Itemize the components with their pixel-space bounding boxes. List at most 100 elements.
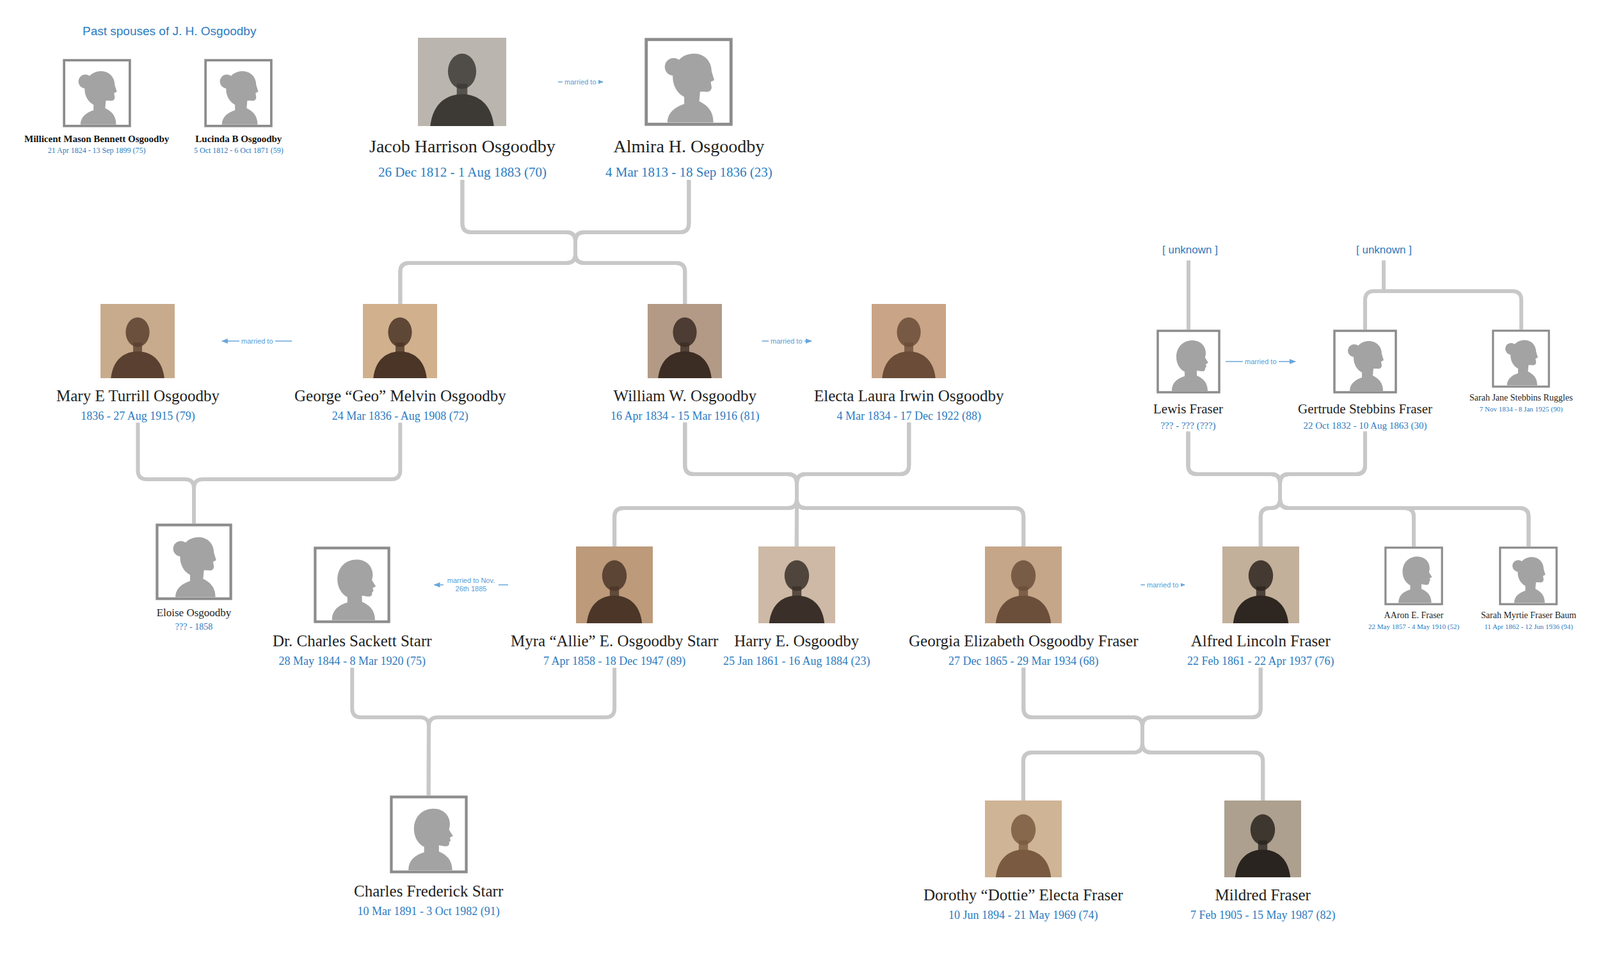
descent-connector xyxy=(796,422,1024,547)
descent-connector xyxy=(1188,431,1529,547)
photo-head xyxy=(1011,814,1036,846)
silhouette-frame xyxy=(62,58,132,128)
silhouette-figure xyxy=(1398,556,1432,604)
photo-ground xyxy=(1224,800,1302,878)
descent-connector xyxy=(400,179,576,304)
life-dates: 10 Mar 1891 - 3 Oct 1982 (91) xyxy=(353,904,504,919)
photo-shoulders xyxy=(769,595,825,624)
photo-shoulders xyxy=(373,351,428,379)
photo-head xyxy=(1248,560,1273,592)
descent-connector xyxy=(1188,431,1415,547)
photo-shoulders xyxy=(111,351,166,379)
descent-connector xyxy=(614,422,797,547)
photo-head xyxy=(126,317,150,347)
photo-shoulders xyxy=(995,595,1051,624)
person-name: Millicent Mason Bennett Osgoodby xyxy=(24,133,169,145)
person-name: Sarah Jane Stebbins Ruggles xyxy=(1469,392,1573,404)
person-name: Lewis Fraser xyxy=(1153,401,1224,417)
descent-connector xyxy=(614,422,909,547)
descent-connector xyxy=(428,667,615,796)
life-dates: 22 May 1857 - 4 May 1910 (52) xyxy=(1368,622,1460,632)
silhouette-frame xyxy=(1333,329,1398,394)
person-node: George “Geo” Melvin Osgoodby24 Mar 1836 … xyxy=(291,304,509,423)
person-node: Sarah Jane Stebbins Ruggles7 Nov 1834 - … xyxy=(1466,329,1576,414)
silhouette-figure xyxy=(1171,340,1209,392)
ancestry-line xyxy=(1381,260,1386,292)
person-node: Gertrude Stebbins Fraser22 Oct 1832 - 10… xyxy=(1295,329,1435,432)
life-dates: 7 Apr 1858 - 18 Dec 1947 (89) xyxy=(510,654,719,669)
portrait-photo xyxy=(1222,546,1300,624)
photo-shoulders xyxy=(1235,849,1291,878)
person-name: Eloise Osgoodby xyxy=(155,606,233,620)
person-node: Mary E Turrill Osgoodby1836 - 27 Aug 191… xyxy=(53,304,223,423)
portrait-photo xyxy=(362,304,438,379)
life-dates: 22 Feb 1861 - 22 Apr 1937 (76) xyxy=(1187,654,1334,669)
person-node: William W. Osgoodby 16 Apr 1834 - 15 Mar … xyxy=(608,304,762,423)
life-dates: 26 Dec 1812 - 1 Aug 1883 (70) xyxy=(369,164,556,180)
person-node: Dorothy “Dottie” Electa Fraser10 Jun 189… xyxy=(920,800,1126,922)
life-dates: ??? - 1858 xyxy=(155,622,233,633)
descent-connector xyxy=(1260,431,1366,547)
photo-head xyxy=(784,560,809,592)
portrait-photo xyxy=(871,304,946,379)
photo-ground xyxy=(1222,546,1300,624)
photo-ground xyxy=(417,37,507,127)
photo-head xyxy=(388,317,413,347)
silhouette-frame xyxy=(1498,546,1558,606)
descent-connector xyxy=(684,422,1024,547)
descent-connector xyxy=(137,422,194,524)
photo-head xyxy=(897,317,921,347)
photo-head xyxy=(1011,560,1036,592)
person-name: Almira H. Osgoodby xyxy=(605,136,773,157)
photo-ground xyxy=(647,304,722,379)
person-node: AAron E. Fraser22 May 1857 - 4 May 1910 … xyxy=(1365,546,1462,632)
portrait-photo xyxy=(984,800,1062,878)
person-name: Jacob Harrison Osgoodby xyxy=(369,136,556,157)
life-dates: 7 Nov 1834 - 8 Jan 1925 (90) xyxy=(1469,405,1573,414)
photo-ground xyxy=(362,304,438,379)
photo-shoulders xyxy=(657,351,712,379)
person-node: Myra “Allie” E. Osgoodby Starr7 Apr 1858… xyxy=(508,546,721,668)
descent-connector xyxy=(1280,431,1414,547)
person-node: Charles Frederick Starr10 Mar 1891 - 3 O… xyxy=(351,795,506,918)
person-name: George “Geo” Melvin Osgoodby xyxy=(294,387,507,406)
edge-label: married to Nov. 26th 1885 xyxy=(443,576,499,593)
portrait-photo xyxy=(758,546,836,624)
life-dates: ??? - ??? (???) xyxy=(1153,420,1224,432)
descent-connector xyxy=(575,179,689,304)
edge-label: married to xyxy=(562,78,599,87)
frame xyxy=(64,60,130,127)
person-name: Dr. Charles Sackett Starr xyxy=(272,632,432,651)
person-node: Almira H. Osgoodby4 Mar 1813 - 18 Sep 18… xyxy=(602,37,776,180)
life-dates: 16 Apr 1834 - 15 Mar 1916 (81) xyxy=(610,409,760,424)
person-name: Gertrude Stebbins Fraser xyxy=(1297,401,1433,417)
descent-connector xyxy=(400,179,689,304)
person-name: William W. Osgoodby xyxy=(610,387,760,406)
silhouette-figure xyxy=(1349,341,1384,392)
silhouette-frame xyxy=(155,523,233,601)
silhouette-figure xyxy=(1507,339,1538,386)
person-node: Electa Laura Irwin Osgoodby4 Mar 1834 - … xyxy=(811,304,1007,423)
descent-connector xyxy=(1280,431,1529,547)
silhouette-figure xyxy=(332,559,376,621)
photo-head xyxy=(1250,814,1275,846)
section-heading: Past spouses of J. H. Osgoodby xyxy=(82,24,256,39)
photo-ground xyxy=(758,546,836,624)
person-node: Lewis Fraser ??? - ??? (???) xyxy=(1150,329,1226,432)
frame xyxy=(1157,330,1220,393)
descent-connector xyxy=(1023,667,1263,801)
edge-label: married to xyxy=(768,337,805,346)
person-name: Mildred Fraser xyxy=(1190,886,1336,905)
life-dates: 5 Oct 1812 - 6 Oct 1871 (59) xyxy=(193,146,284,156)
descent-connector xyxy=(193,422,400,524)
portrait-photo xyxy=(984,546,1062,624)
portrait-photo xyxy=(576,546,653,624)
photo-ground xyxy=(871,304,946,379)
person-node: Millicent Mason Bennett Osgoodby21 Apr 1… xyxy=(21,58,172,156)
person-name: Lucinda B Osgoodby xyxy=(193,133,284,145)
silhouette-frame xyxy=(1156,329,1221,394)
silhouette-frame xyxy=(204,58,273,128)
life-dates: 21 Apr 1824 - 13 Sep 1899 (75) xyxy=(24,146,169,156)
life-dates: 10 Jun 1894 - 21 May 1969 (74) xyxy=(923,908,1124,923)
